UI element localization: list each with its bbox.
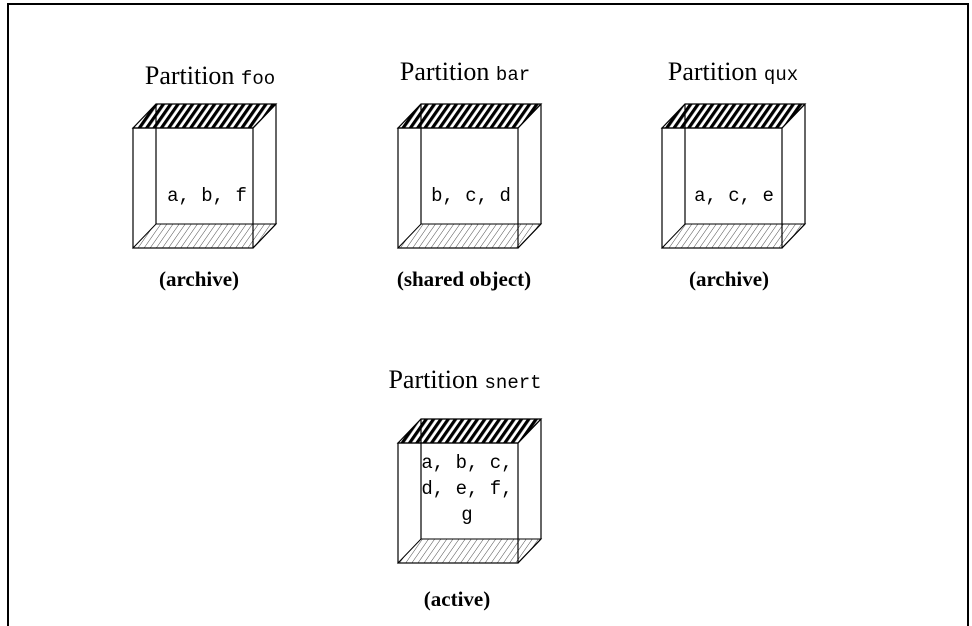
cube-bottom-face bbox=[396, 223, 543, 249]
cube-corner-edge bbox=[252, 223, 277, 249]
partition-bar: Partition bar b, c, d (shared object) bbox=[396, 57, 543, 291]
partition-foo: Partition foo a, b, f (archive) bbox=[131, 61, 278, 291]
partition-title: Partition bar bbox=[400, 57, 530, 86]
cube-bottom-face bbox=[660, 223, 807, 249]
partition-contents-line: a, b, c, bbox=[421, 452, 512, 474]
partition-name: bar bbox=[496, 64, 530, 86]
cube-bottom-face bbox=[396, 538, 543, 564]
partition-contents: a, c, e bbox=[694, 185, 774, 207]
cube-top-face bbox=[396, 103, 543, 129]
partition-cube bbox=[396, 103, 543, 249]
cube-top-face bbox=[131, 103, 278, 129]
partition-title: Partition foo bbox=[145, 61, 275, 90]
cube-corner-edge bbox=[781, 103, 806, 129]
partition-title: Partition qux bbox=[668, 57, 798, 86]
cube-corner-edge bbox=[252, 103, 277, 129]
partition-caption: (archive) bbox=[689, 267, 769, 291]
partition-title: Partition snert bbox=[388, 365, 541, 394]
partition-qux: Partition qux a, c, e (archive) bbox=[660, 57, 807, 291]
partition-contents-line: g bbox=[461, 504, 472, 526]
partition-caption: (archive) bbox=[159, 267, 239, 291]
partition-caption: (active) bbox=[424, 587, 490, 611]
partition-caption: (shared object) bbox=[397, 267, 531, 291]
partition-name: snert bbox=[485, 372, 542, 394]
partition-contents-line: d, e, f, bbox=[421, 478, 512, 500]
partition-cube bbox=[660, 103, 807, 249]
cube-corner-edge bbox=[517, 223, 542, 249]
cube-front-face bbox=[397, 127, 519, 249]
partition-cube bbox=[131, 103, 278, 249]
partition-contents: b, c, d bbox=[431, 185, 511, 207]
cube-front-face bbox=[661, 127, 783, 249]
cube-front-face bbox=[397, 442, 519, 564]
cube-bottom-face bbox=[131, 223, 278, 249]
cube-corner-edge bbox=[517, 418, 542, 444]
partition-snert: Partition snert a, b, c, d, e, f, g (act… bbox=[388, 365, 543, 611]
cube-top-face bbox=[660, 103, 807, 129]
partition-name: foo bbox=[241, 68, 275, 90]
cube-corner-edge bbox=[781, 223, 806, 249]
cube-front-face bbox=[132, 127, 254, 249]
partition-cube bbox=[396, 418, 543, 564]
diagram-frame bbox=[7, 3, 969, 626]
cube-top-face bbox=[396, 418, 543, 444]
partition-contents: a, b, f bbox=[167, 185, 247, 207]
partition-name: qux bbox=[764, 64, 798, 86]
cube-corner-edge bbox=[517, 538, 542, 564]
cube-corner-edge bbox=[517, 103, 542, 129]
